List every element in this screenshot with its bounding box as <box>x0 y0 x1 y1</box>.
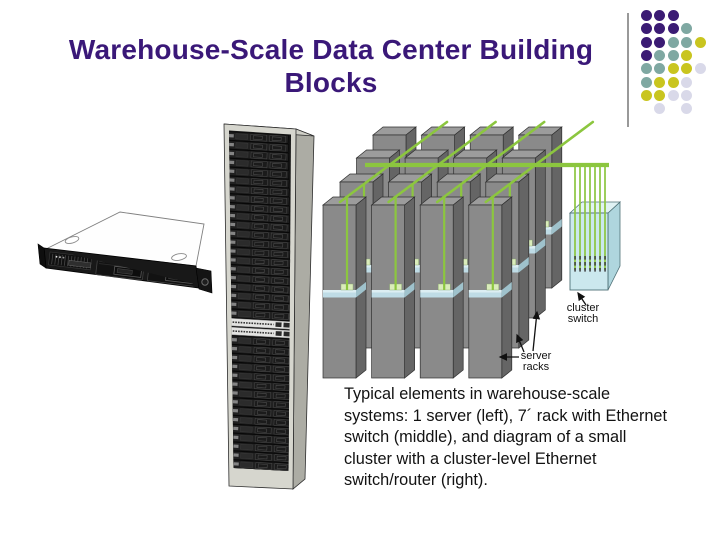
caption-line: systems: 1 server (left), 7´ rack with E… <box>344 406 668 425</box>
decoration-dot <box>694 63 706 75</box>
rack-server-unit <box>229 238 291 251</box>
decoration-dot <box>641 90 652 102</box>
dot-pattern-decoration <box>0 0 720 130</box>
rack-server-unit <box>231 450 291 464</box>
decoration-dot <box>641 23 652 35</box>
slide-title-line2: Blocks <box>284 67 378 98</box>
decoration-dot <box>681 50 693 62</box>
slide-artwork <box>37 120 622 490</box>
title-divider-line <box>627 13 629 127</box>
decoration-dot <box>667 90 679 102</box>
rack-server-unit <box>229 131 289 144</box>
server-rack-tower <box>370 196 416 379</box>
rack-server-unit <box>230 362 291 375</box>
rack-server-unit <box>229 158 290 171</box>
rack-server-unit <box>231 415 291 428</box>
rack-server-unit <box>231 433 291 446</box>
decoration-dot <box>681 90 693 102</box>
rack-server-unit <box>229 282 291 295</box>
cluster-switch-box <box>568 163 622 291</box>
decoration-dot <box>654 103 666 115</box>
decoration-dot <box>654 63 666 75</box>
rack-server-unit <box>230 379 291 393</box>
decoration-dot <box>667 23 679 35</box>
server-illustration <box>37 211 213 294</box>
caption-line: switch (middle), and diagram of a small <box>344 428 627 447</box>
rack-server-unit <box>229 335 291 348</box>
label-arrows <box>498 291 587 361</box>
caption-line: switch/router (right). <box>344 471 488 490</box>
rack-server-unit <box>229 291 291 304</box>
rack-illustration <box>223 123 315 490</box>
decoration-dot <box>681 63 693 75</box>
rack-server-unit <box>229 184 290 197</box>
rack-server-unit <box>229 300 291 313</box>
caption-line: cluster with a cluster-level Ethernet <box>344 449 597 468</box>
decoration-dot <box>667 50 679 62</box>
rack-server-unit <box>230 353 291 366</box>
decoration-dot <box>654 50 666 62</box>
decoration-dot <box>667 10 679 21</box>
rack-server-unit <box>229 264 291 277</box>
caption-text: Typical elements in warehouse-scale syst… <box>344 384 710 492</box>
decoration-dot <box>654 90 666 102</box>
server-rack-tower <box>419 196 465 379</box>
rack-server-unit <box>229 202 290 215</box>
caption-line: Typical elements in warehouse-scale <box>344 385 611 403</box>
rack-server-unit <box>229 273 291 286</box>
rack-server-unit <box>229 229 291 242</box>
decoration-dot <box>641 63 652 75</box>
ethernet-cables <box>338 120 609 204</box>
rack-server-unit <box>230 406 291 419</box>
decoration-dot <box>641 76 652 88</box>
decoration-dot <box>667 76 679 88</box>
rack-server-unit <box>229 193 290 206</box>
rack-server-unit <box>229 149 289 162</box>
rack-server-unit <box>229 175 290 189</box>
cluster-switch-label: cluster switch <box>566 302 600 325</box>
decoration-dot <box>694 36 706 48</box>
rack-server-unit <box>229 220 290 233</box>
rack-server-unit <box>229 140 289 153</box>
rack-server-unit <box>230 371 291 384</box>
rack-server-unit <box>229 255 291 268</box>
rack-server-unit <box>231 424 291 437</box>
decoration-dot <box>667 36 679 48</box>
decoration-dot <box>654 36 666 48</box>
rack-server-unit <box>229 344 291 357</box>
rack-server-unit <box>231 442 291 455</box>
decoration-dot <box>641 36 652 48</box>
decoration-dot <box>641 50 652 62</box>
decoration-dot <box>667 63 679 75</box>
decoration-dot <box>654 23 666 35</box>
slide-title: Warehouse-Scale Data Center Building Blo… <box>20 33 642 99</box>
rack-server-unit <box>229 167 290 180</box>
rack-server-unit <box>230 388 291 401</box>
rack-server-unit <box>229 211 290 224</box>
rack-server-unit <box>231 459 291 471</box>
server-racks-label: server racks <box>520 350 552 373</box>
decoration-dot <box>681 103 693 115</box>
decoration-dot <box>681 23 693 35</box>
cluster-diagram <box>322 120 622 379</box>
decoration-dot <box>641 10 652 21</box>
decoration-dot <box>654 76 666 88</box>
server-rack-tower <box>467 196 513 379</box>
slide-title-line1: Warehouse-Scale Data Center Building <box>68 34 594 65</box>
decoration-dot <box>654 10 666 21</box>
server-rack-tower <box>322 196 367 379</box>
decoration-dot <box>681 36 693 48</box>
decoration-dot <box>681 76 693 88</box>
rack-server-unit <box>230 397 291 410</box>
